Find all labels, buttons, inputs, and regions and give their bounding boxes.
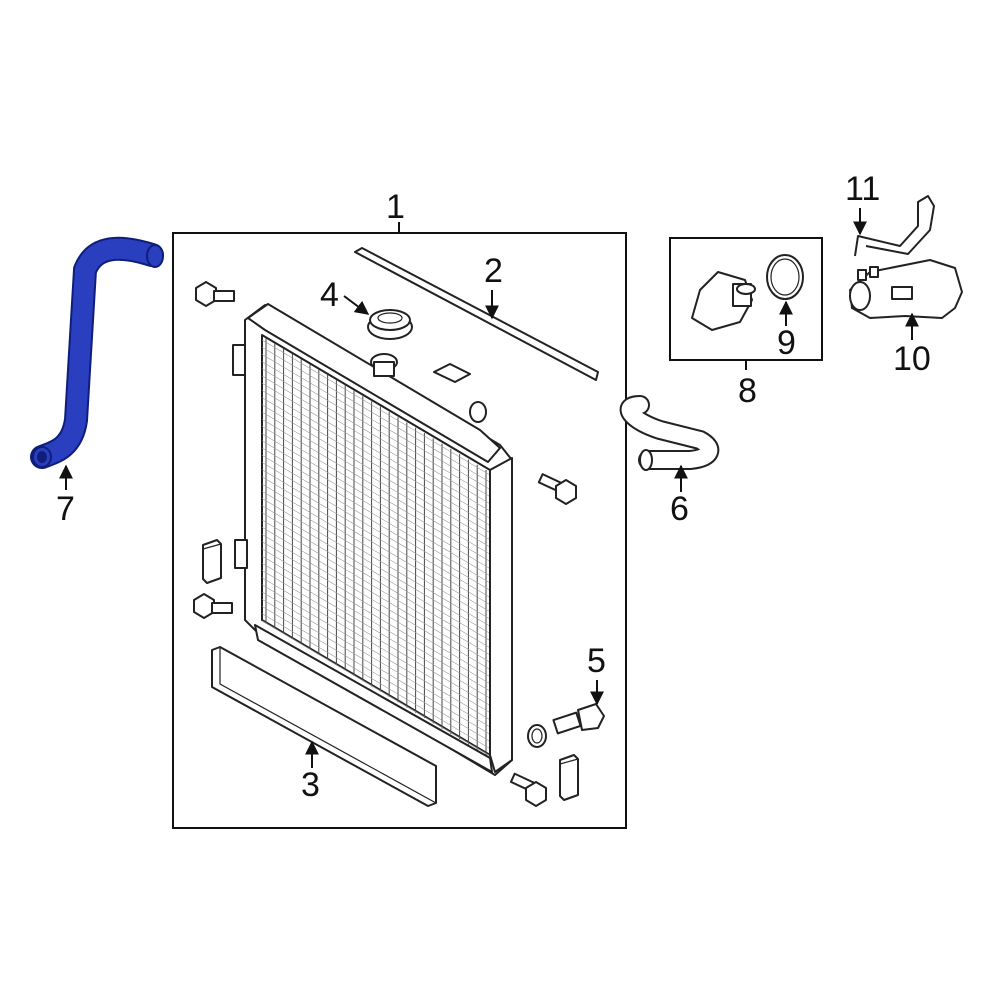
upper-seal-strip[interactable] [354, 247, 599, 381]
rubber-mount-right[interactable] [559, 754, 579, 801]
radiator-fin-row [261, 555, 491, 692]
radiator-fin-row [261, 354, 491, 490]
callout-6: 6 [670, 490, 689, 528]
radiator-fin-row [261, 541, 491, 677]
radiator-fin-row [261, 526, 491, 663]
radiator-fin-row [261, 368, 491, 505]
radiator-fin-row [261, 411, 491, 548]
radiator-fin-row [261, 512, 491, 649]
radiator-fin-row [261, 382, 491, 519]
radiator-fin-row [261, 397, 491, 533]
bolt-lower-right[interactable] [509, 772, 547, 807]
upper-radiator-hose[interactable] [30, 236, 164, 469]
radiator-fin-row [261, 476, 491, 613]
radiator-fin-row [261, 591, 491, 728]
radiator-fin-row [261, 577, 491, 713]
callout-10: 10 [893, 340, 931, 378]
radiator-fin-row [261, 613, 491, 749]
callout-9: 9 [777, 324, 796, 362]
bypass-tube[interactable] [854, 195, 935, 257]
radiator-fin-row [261, 519, 491, 656]
radiator-fin-row [261, 339, 491, 476]
callout-7: 7 [56, 490, 75, 528]
thermostat-housing[interactable] [849, 259, 963, 319]
radiator-fin-row [261, 606, 491, 742]
radiator-cap[interactable] [367, 309, 413, 340]
radiator-fin-row [261, 462, 491, 598]
radiator-fin-row [261, 620, 491, 757]
callout-2: 2 [484, 252, 503, 290]
radiator-fin-row [261, 534, 491, 670]
bolt-right-middle[interactable] [537, 473, 577, 505]
radiator-fin-row [261, 498, 491, 634]
drain-plug[interactable] [527, 703, 605, 748]
radiator-fin-row [261, 447, 491, 584]
radiator-fin-row [261, 440, 491, 577]
radiator-fin-row [261, 598, 491, 735]
radiator-fin-row [261, 483, 491, 620]
radiator-fin-row [261, 454, 491, 591]
radiator-fin-row [261, 404, 491, 541]
bolt-upper-left[interactable] [195, 281, 235, 307]
radiator-fin-row [261, 418, 491, 555]
radiator-core[interactable] [232, 303, 513, 776]
callout-11: 11 [845, 170, 880, 208]
label-plate [433, 363, 471, 383]
radiator-fin-row [261, 361, 491, 497]
callout-4: 4 [320, 276, 339, 314]
radiator-fin-row [261, 346, 491, 483]
callout-1: 1 [386, 188, 405, 226]
callout-8: 8 [738, 372, 757, 410]
radiator-fin-row [261, 433, 491, 569]
radiator-fin-row [261, 548, 491, 685]
radiator-fin-row [261, 375, 491, 512]
radiator-fin-row [261, 469, 491, 605]
rubber-mount-left[interactable] [202, 539, 222, 584]
bolt-lower-left[interactable] [193, 593, 233, 619]
thermostat-gasket[interactable] [766, 254, 804, 300]
radiator-fin-row [261, 390, 491, 526]
radiator-fin-row [261, 570, 491, 706]
callout-5: 5 [587, 642, 606, 680]
radiator-fin-row [261, 584, 491, 721]
thermostat[interactable] [691, 271, 756, 331]
radiator-fin-row [261, 505, 491, 641]
radiator-fin-row [261, 490, 491, 627]
radiator-fin-row [261, 562, 491, 699]
callout-3: 3 [301, 766, 320, 804]
radiator-fin-row [261, 426, 491, 562]
